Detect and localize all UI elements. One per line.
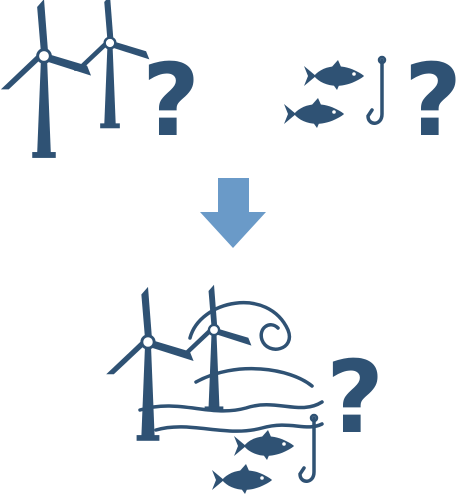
top-left-group: ? [1, 0, 200, 159]
top-right-group: ? [284, 42, 462, 159]
question-mark-icon: ? [404, 42, 462, 159]
fish-icon [234, 430, 294, 460]
wind-turbine-icon [74, 0, 149, 128]
fish-icon [284, 98, 344, 128]
fishing-hook-icon [368, 57, 385, 123]
wind-turbine-icon [1, 0, 91, 158]
question-mark-icon: ? [326, 339, 384, 456]
bottom-combined-group: ? [106, 285, 384, 494]
ocean-wave-icon [140, 303, 322, 431]
fish-icon [212, 464, 272, 494]
fish-icon [304, 60, 364, 90]
wind-turbine-icon [106, 287, 193, 441]
question-mark-icon: ? [142, 42, 200, 159]
down-arrow-icon [200, 178, 266, 248]
